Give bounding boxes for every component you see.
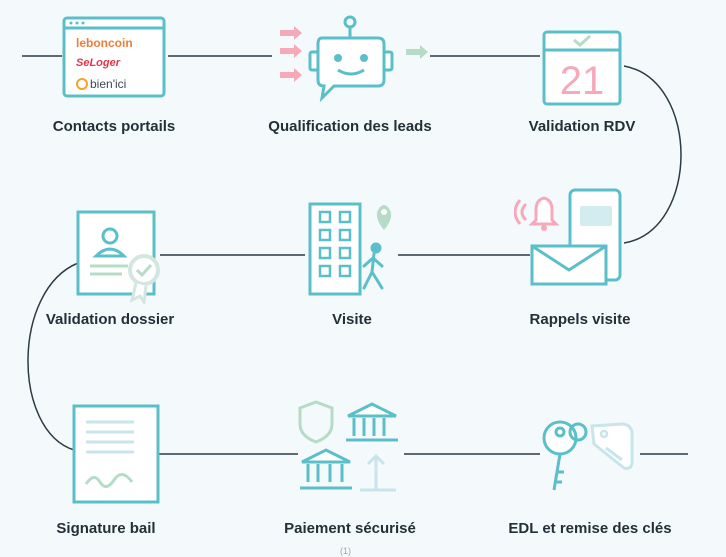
seloger-logo: SeLoger [76, 57, 121, 69]
portals-window-icon: leboncoin SeLoger bien'ici [62, 16, 166, 98]
step-label-qualification-leads: Qualification des leads [268, 118, 432, 135]
calendar-icon: 21 [542, 30, 622, 106]
step-label-rappels-visite: Rappels visite [529, 311, 631, 328]
building-visit-icon [308, 202, 392, 296]
certificate-icon [76, 210, 160, 304]
step-label-validation-rdv: Validation RDV [528, 118, 636, 135]
step-label-contacts-portails: Contacts portails [52, 118, 176, 135]
step-label-paiement-securise: Paiement sécurisé [284, 520, 416, 537]
calendar-day: 21 [560, 59, 605, 103]
step-label-visite: Visite [332, 311, 372, 328]
notification-mail-icon [514, 188, 622, 286]
keys-icon [542, 420, 634, 491]
leboncoin-logo: leboncoin [76, 36, 133, 50]
footer-mark: (1) [340, 546, 351, 556]
bank-payment-icon [298, 400, 398, 492]
chatbot-icon [280, 15, 428, 103]
bienici-logo: bien'ici [90, 77, 126, 91]
step-label-validation-dossier: Validation dossier [45, 311, 175, 328]
step-label-signature-bail: Signature bail [56, 520, 156, 537]
contract-icon [72, 404, 160, 504]
step-label-edl-remise-cles: EDL et remise des clés [508, 520, 672, 537]
